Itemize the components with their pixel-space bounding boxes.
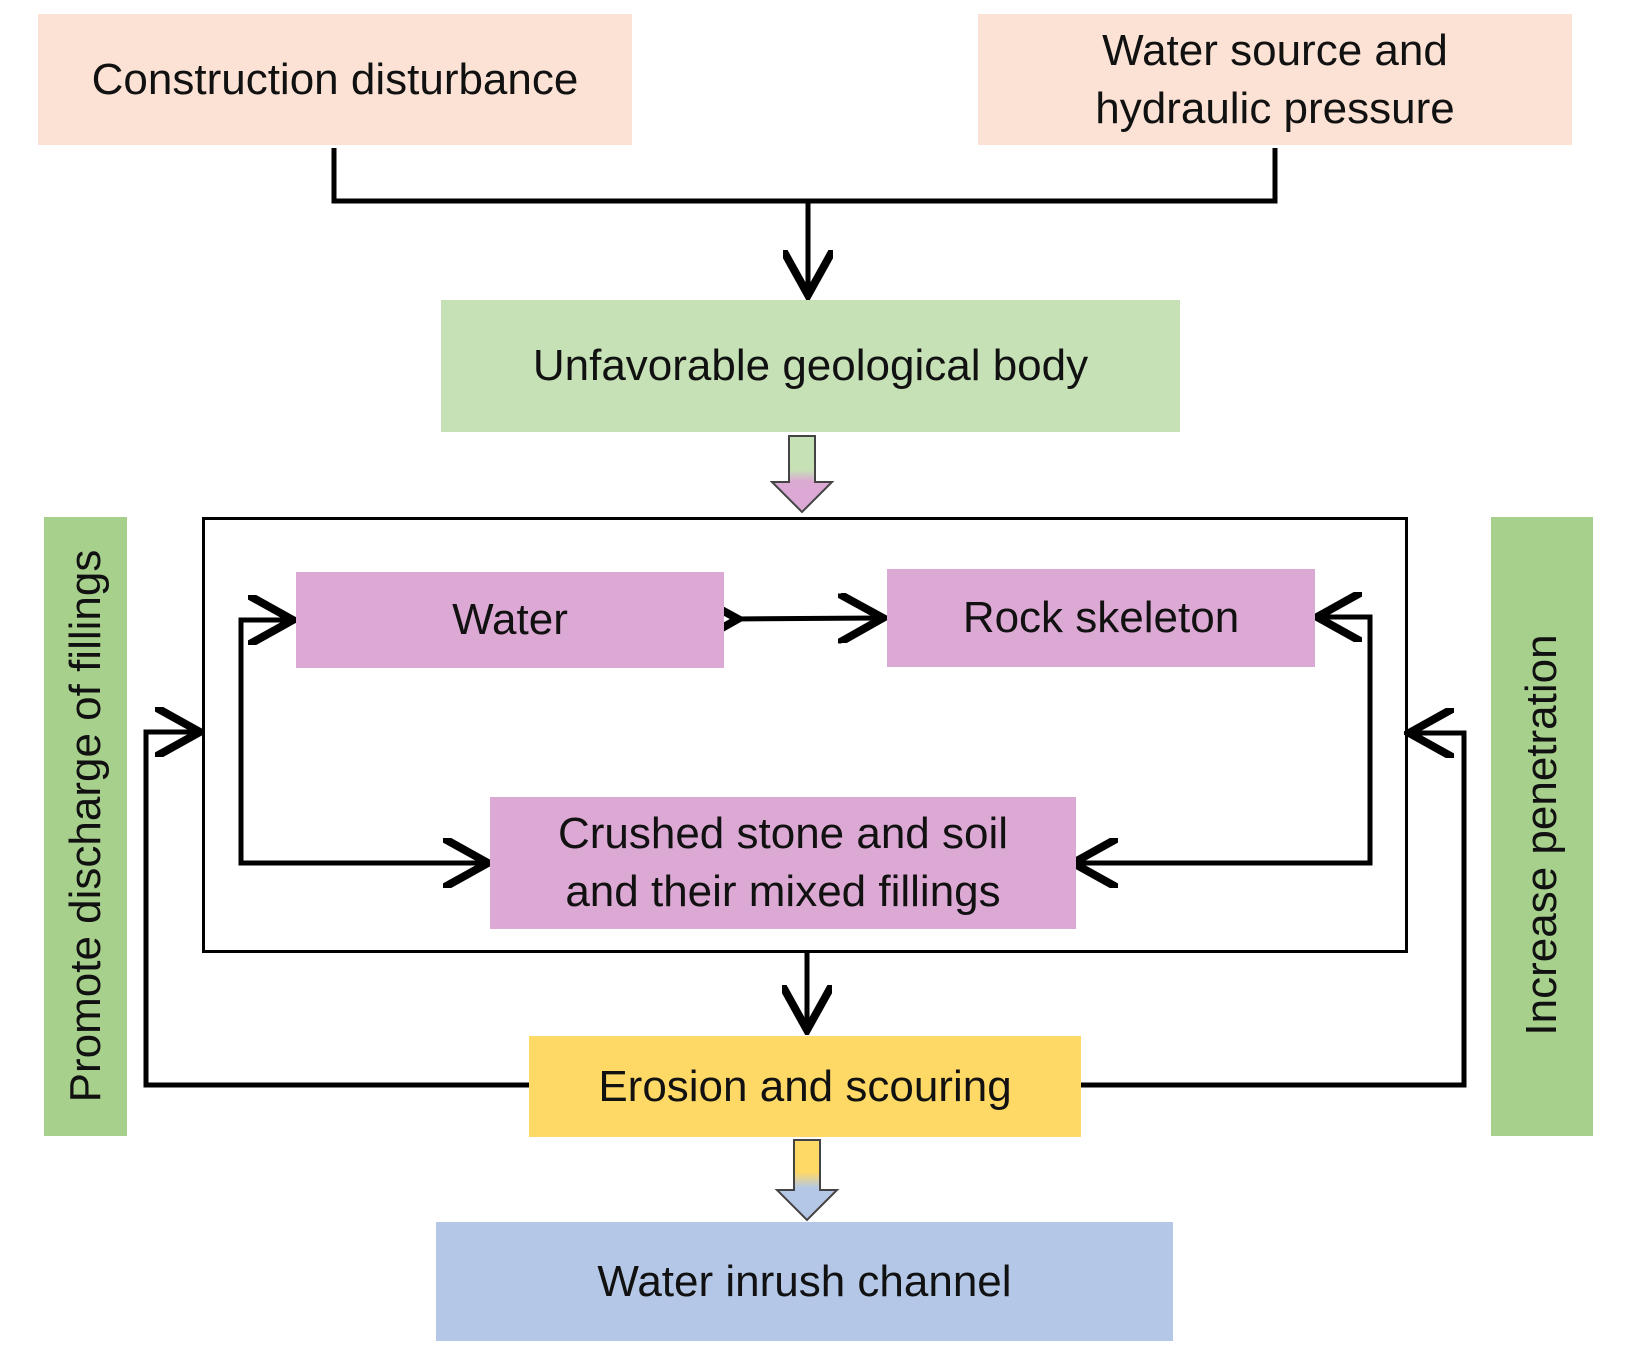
interaction-frame <box>202 517 1408 953</box>
water-label: Water <box>452 595 568 644</box>
rock-skeleton-label: Rock skeleton <box>962 593 1240 642</box>
unfavorable-geological-body-box: Unfavorable geological body <box>441 300 1180 432</box>
water-inrush-channel-label: Water inrush channel <box>597 1256 1012 1306</box>
crushed-stone-label-line1: Crushed stone and soil <box>557 809 1009 858</box>
right-side-panel <box>1491 517 1593 1136</box>
left-feedback-loop <box>143 732 529 1088</box>
promote-discharge-label: Promote discharge of fillings <box>61 549 110 1103</box>
construction-disturbance-label: Construction disturbance <box>91 54 579 104</box>
right-feedback-loop <box>1081 733 1467 1088</box>
water-box: Water <box>296 572 724 668</box>
water-source-box: Water source and hydraulic pressure <box>978 14 1572 145</box>
erosion-scouring-box: Erosion and scouring <box>529 1036 1081 1137</box>
hollow-arrow-down-icon <box>774 1139 840 1222</box>
increase-penetration-label: Increase penetration <box>1517 634 1566 1036</box>
water-source-label-line2: hydraulic pressure <box>1095 83 1455 133</box>
unfavorable-geological-body-label: Unfavorable geological body <box>532 341 1089 390</box>
water-rock-double-arrow <box>733 618 878 619</box>
crushed-stone-box: Crushed stone and soil and their mixed f… <box>490 797 1076 929</box>
construction-disturbance-box: Construction disturbance <box>38 14 632 145</box>
rock-skeleton-box: Rock skeleton <box>887 569 1315 667</box>
hollow-arrow-down-icon <box>769 435 835 514</box>
water-inrush-channel-box: Water inrush channel <box>436 1222 1173 1341</box>
water-source-label-line1: Water source and <box>1102 25 1448 75</box>
left-side-panel <box>44 517 127 1136</box>
erosion-scouring-label: Erosion and scouring <box>598 1061 1012 1111</box>
merge-line <box>331 148 1278 204</box>
crushed-stone-label-line2: and their mixed fillings <box>565 867 1001 916</box>
